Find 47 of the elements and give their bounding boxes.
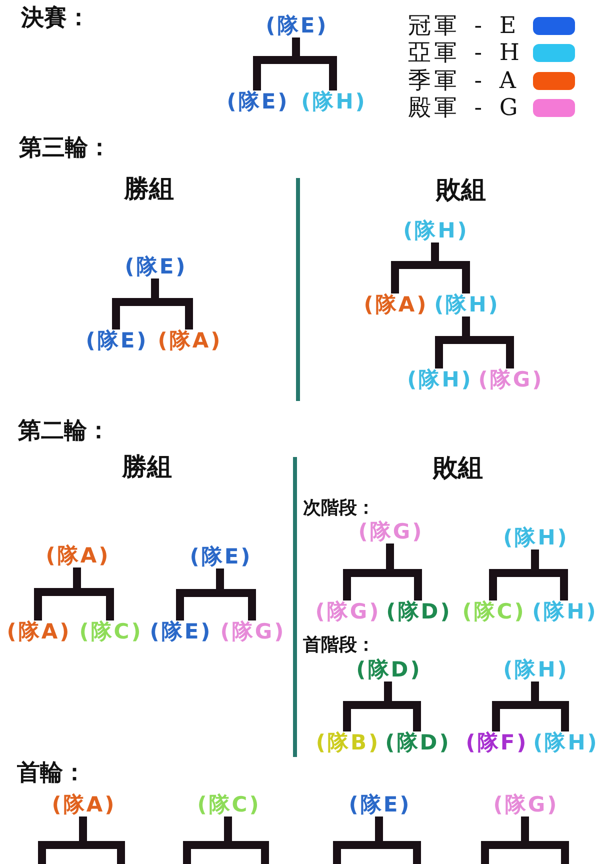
group-heading: 敗組 <box>436 176 486 204</box>
team-label: (隊H) <box>405 368 473 392</box>
team-label: (隊H) <box>299 90 367 114</box>
team-label: (隊C) <box>195 794 261 816</box>
stage-heading: 首階段： <box>303 634 375 656</box>
round-heading: 第三輪： <box>19 135 111 161</box>
team-label: (隊G) <box>476 368 544 392</box>
team-label: (隊E) <box>122 256 188 278</box>
team-label: (隊E) <box>84 330 148 352</box>
team-label: (隊D) <box>384 600 452 624</box>
team-label: (隊G) <box>491 794 559 816</box>
team-label: (隊A) <box>50 794 116 816</box>
team-label: (隊A) <box>362 294 428 316</box>
group-heading: 敗組 <box>433 454 483 482</box>
round-heading: 決賽： <box>21 5 90 31</box>
legend-label: 冠軍 - E <box>408 13 520 39</box>
legend-label: 亞軍 - H <box>408 40 522 66</box>
team-label: (隊C) <box>460 600 526 624</box>
team-label: (隊D) <box>383 732 451 754</box>
team-label: (隊H) <box>531 732 599 754</box>
team-label: (隊A) <box>4 620 72 644</box>
team-label: (隊B) <box>314 732 380 754</box>
team-label: (隊H) <box>501 526 569 550</box>
round-heading: 首輪： <box>17 760 86 786</box>
team-label: (隊D) <box>354 658 422 682</box>
team-label: (隊H) <box>530 600 598 624</box>
team-label: (隊E) <box>224 90 290 114</box>
team-label: (隊G) <box>218 620 286 644</box>
team-label: (隊G) <box>356 520 424 544</box>
team-label: (隊H) <box>401 220 469 242</box>
group-heading: 勝組 <box>122 453 172 481</box>
team-label: (隊C) <box>77 620 143 644</box>
team-label: (隊F) <box>464 732 528 754</box>
stage-heading: 次階段： <box>303 498 375 518</box>
legend-label: 季軍 - A <box>408 68 520 94</box>
team-label: (隊H) <box>432 294 500 316</box>
team-label: (隊E) <box>346 794 412 816</box>
team-label: (隊E) <box>264 14 328 38</box>
group-heading: 勝組 <box>124 175 174 203</box>
legend-label: 殿軍 - G <box>408 95 521 121</box>
team-label: (隊E) <box>148 620 212 644</box>
team-label: (隊G) <box>313 600 381 624</box>
team-label: (隊A) <box>156 330 222 352</box>
team-label: (隊A) <box>44 544 110 568</box>
round-heading: 第二輪： <box>18 418 110 444</box>
team-label: (隊E) <box>188 546 252 568</box>
team-label: (隊H) <box>501 658 569 682</box>
